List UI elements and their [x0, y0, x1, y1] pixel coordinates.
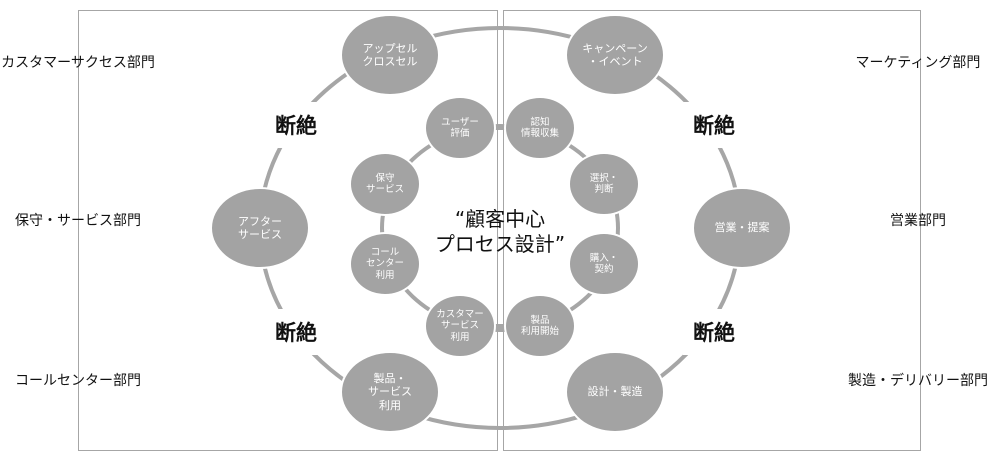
right-section-frame: [503, 10, 921, 451]
disconnect-label-bottom-left: 断絶: [265, 309, 327, 355]
disconnect-label-bottom-right: 断絶: [683, 309, 745, 355]
disconnect-label-top-right: 断絶: [683, 102, 745, 148]
dept-call-center: コールセンター部門: [15, 373, 141, 389]
dept-manufacturing-delivery: 製造・デリバリー部門: [848, 373, 988, 389]
dept-marketing: マーケティング部門: [855, 55, 981, 71]
node-product-start: 製品 利用開始: [504, 294, 576, 358]
node-design-manufacturing: 設計・製造: [565, 351, 665, 433]
node-awareness: 認知 情報収集: [504, 96, 576, 160]
node-after-service: アフター サービス: [210, 187, 310, 269]
node-selection: 選択・ 判断: [568, 152, 640, 216]
node-upsell-crosssell: アップセル クロスセル: [340, 14, 440, 96]
node-campaign-event: キャンペーン ・イベント: [565, 14, 665, 96]
left-section-frame: [78, 10, 498, 451]
dept-maintenance-service: 保守・サービス部門: [15, 213, 141, 229]
node-sales-proposal: 営業・提案: [692, 187, 792, 269]
node-user-review: ユーザー 評価: [424, 96, 496, 160]
dept-customer-success: カスタマーサクセス部門: [1, 55, 155, 71]
node-call-center: コール センター 利用: [349, 232, 421, 296]
center-title: “顧客中心 プロセス設計”: [434, 207, 566, 256]
node-customer-service: カスタマー サービス 利用: [424, 294, 496, 358]
node-maintenance: 保守 サービス: [349, 152, 421, 216]
disconnect-label-top-left: 断絶: [265, 102, 327, 148]
dept-sales: 営業部門: [890, 213, 946, 229]
node-product-service-use: 製品・ サービス 利用: [340, 351, 440, 433]
node-purchase: 購入・ 契約: [568, 232, 640, 296]
